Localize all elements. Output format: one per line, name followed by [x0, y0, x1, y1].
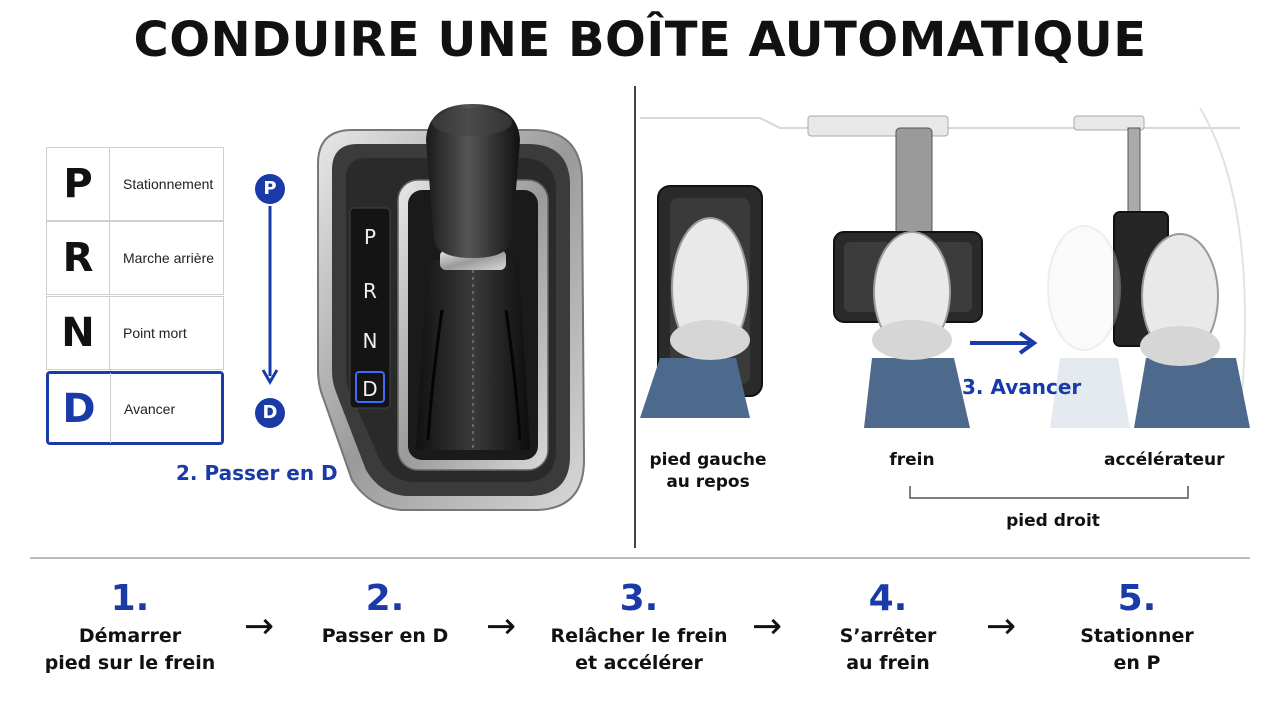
shoe-icon: [864, 231, 970, 428]
brake-label: frein: [889, 450, 935, 470]
shift-end-badge: D: [255, 398, 285, 428]
gear-letter: P: [47, 148, 110, 220]
horizontal-divider: [30, 557, 1250, 559]
step-text-line2: au frein: [846, 652, 930, 674]
accelerator-label: accélérateur: [1104, 450, 1225, 470]
gear-row-n: N Point mort: [46, 296, 224, 370]
step-2: 2. Passer en D: [265, 578, 505, 650]
step-text-line2: en P: [1113, 652, 1161, 674]
gear-label: Avancer: [124, 401, 176, 417]
step-1: 1. Démarrer pied sur le frein: [10, 578, 250, 677]
step-text-line1: Passer en D: [321, 625, 449, 647]
step-number: 1.: [110, 578, 150, 619]
step-number: 3.: [619, 578, 659, 619]
shift-start-badge: P: [255, 174, 285, 204]
gear-letter: D: [48, 373, 111, 443]
right-foot-label: pied droit: [1006, 511, 1100, 531]
step-4: 4. S’arrêter au frein: [768, 578, 1008, 677]
left-foot-line1: pied gauche: [649, 450, 767, 470]
page-title: CONDUIRE UNE BOÎTE AUTOMATIQUE: [133, 12, 1147, 68]
left-foot-line2: au repos: [666, 472, 750, 492]
shifter-letter-r: R: [363, 279, 377, 303]
shoe-icon: [640, 217, 750, 418]
step-text-line2: pied sur le frein: [44, 652, 216, 674]
step-number: 2.: [365, 578, 405, 619]
shifter-letter-d: D: [362, 377, 377, 401]
step-number: 4.: [868, 578, 908, 619]
step-label-shift: 2. Passer en D: [176, 461, 338, 485]
step-text-line1: Relâcher le frein: [550, 625, 728, 647]
ghost-shoe-icon: [1047, 225, 1130, 428]
right-foot-bracket: [909, 486, 1189, 499]
step-text-line2: et accélérer: [575, 652, 703, 674]
step-number: 5.: [1117, 578, 1157, 619]
arrow-right-icon: [970, 331, 1038, 355]
pedal-scene: [640, 88, 1260, 448]
left-foot-label: pied gauche au repos: [648, 449, 768, 493]
gear-letter: R: [47, 222, 110, 294]
arrow-right-icon: →: [986, 606, 1017, 647]
shifter-letter-n: N: [363, 329, 378, 353]
step-3: 3. Relâcher le frein et accélérer: [519, 578, 759, 677]
step-text-line1: S’arrêter: [839, 625, 937, 647]
gear-shifter-icon: P R N D: [317, 104, 586, 511]
gear-row-p: P Stationnement: [46, 147, 224, 221]
gear-label: Stationnement: [123, 176, 214, 192]
gear-letter: N: [47, 297, 110, 369]
gear-row-d-active: D Avancer: [46, 371, 224, 445]
gear-row-r: R Marche arrière: [46, 221, 224, 295]
gear-label: Marche arrière: [123, 250, 215, 266]
vertical-divider: [634, 86, 636, 548]
shifter-letter-p: P: [364, 225, 376, 249]
arrow-down-icon: [261, 206, 279, 385]
step-5: 5. Stationner en P: [1017, 578, 1257, 677]
step-text-line1: Démarrer: [78, 625, 182, 647]
shoe-icon: [1134, 233, 1250, 428]
arrow-right-icon: →: [486, 606, 517, 647]
arrow-right-icon: →: [244, 606, 275, 647]
step-text-line1: Stationner: [1080, 625, 1194, 647]
gear-label: Point mort: [123, 325, 187, 341]
arrow-right-icon: →: [752, 606, 783, 647]
step-label-go: 3. Avancer: [962, 375, 1082, 399]
